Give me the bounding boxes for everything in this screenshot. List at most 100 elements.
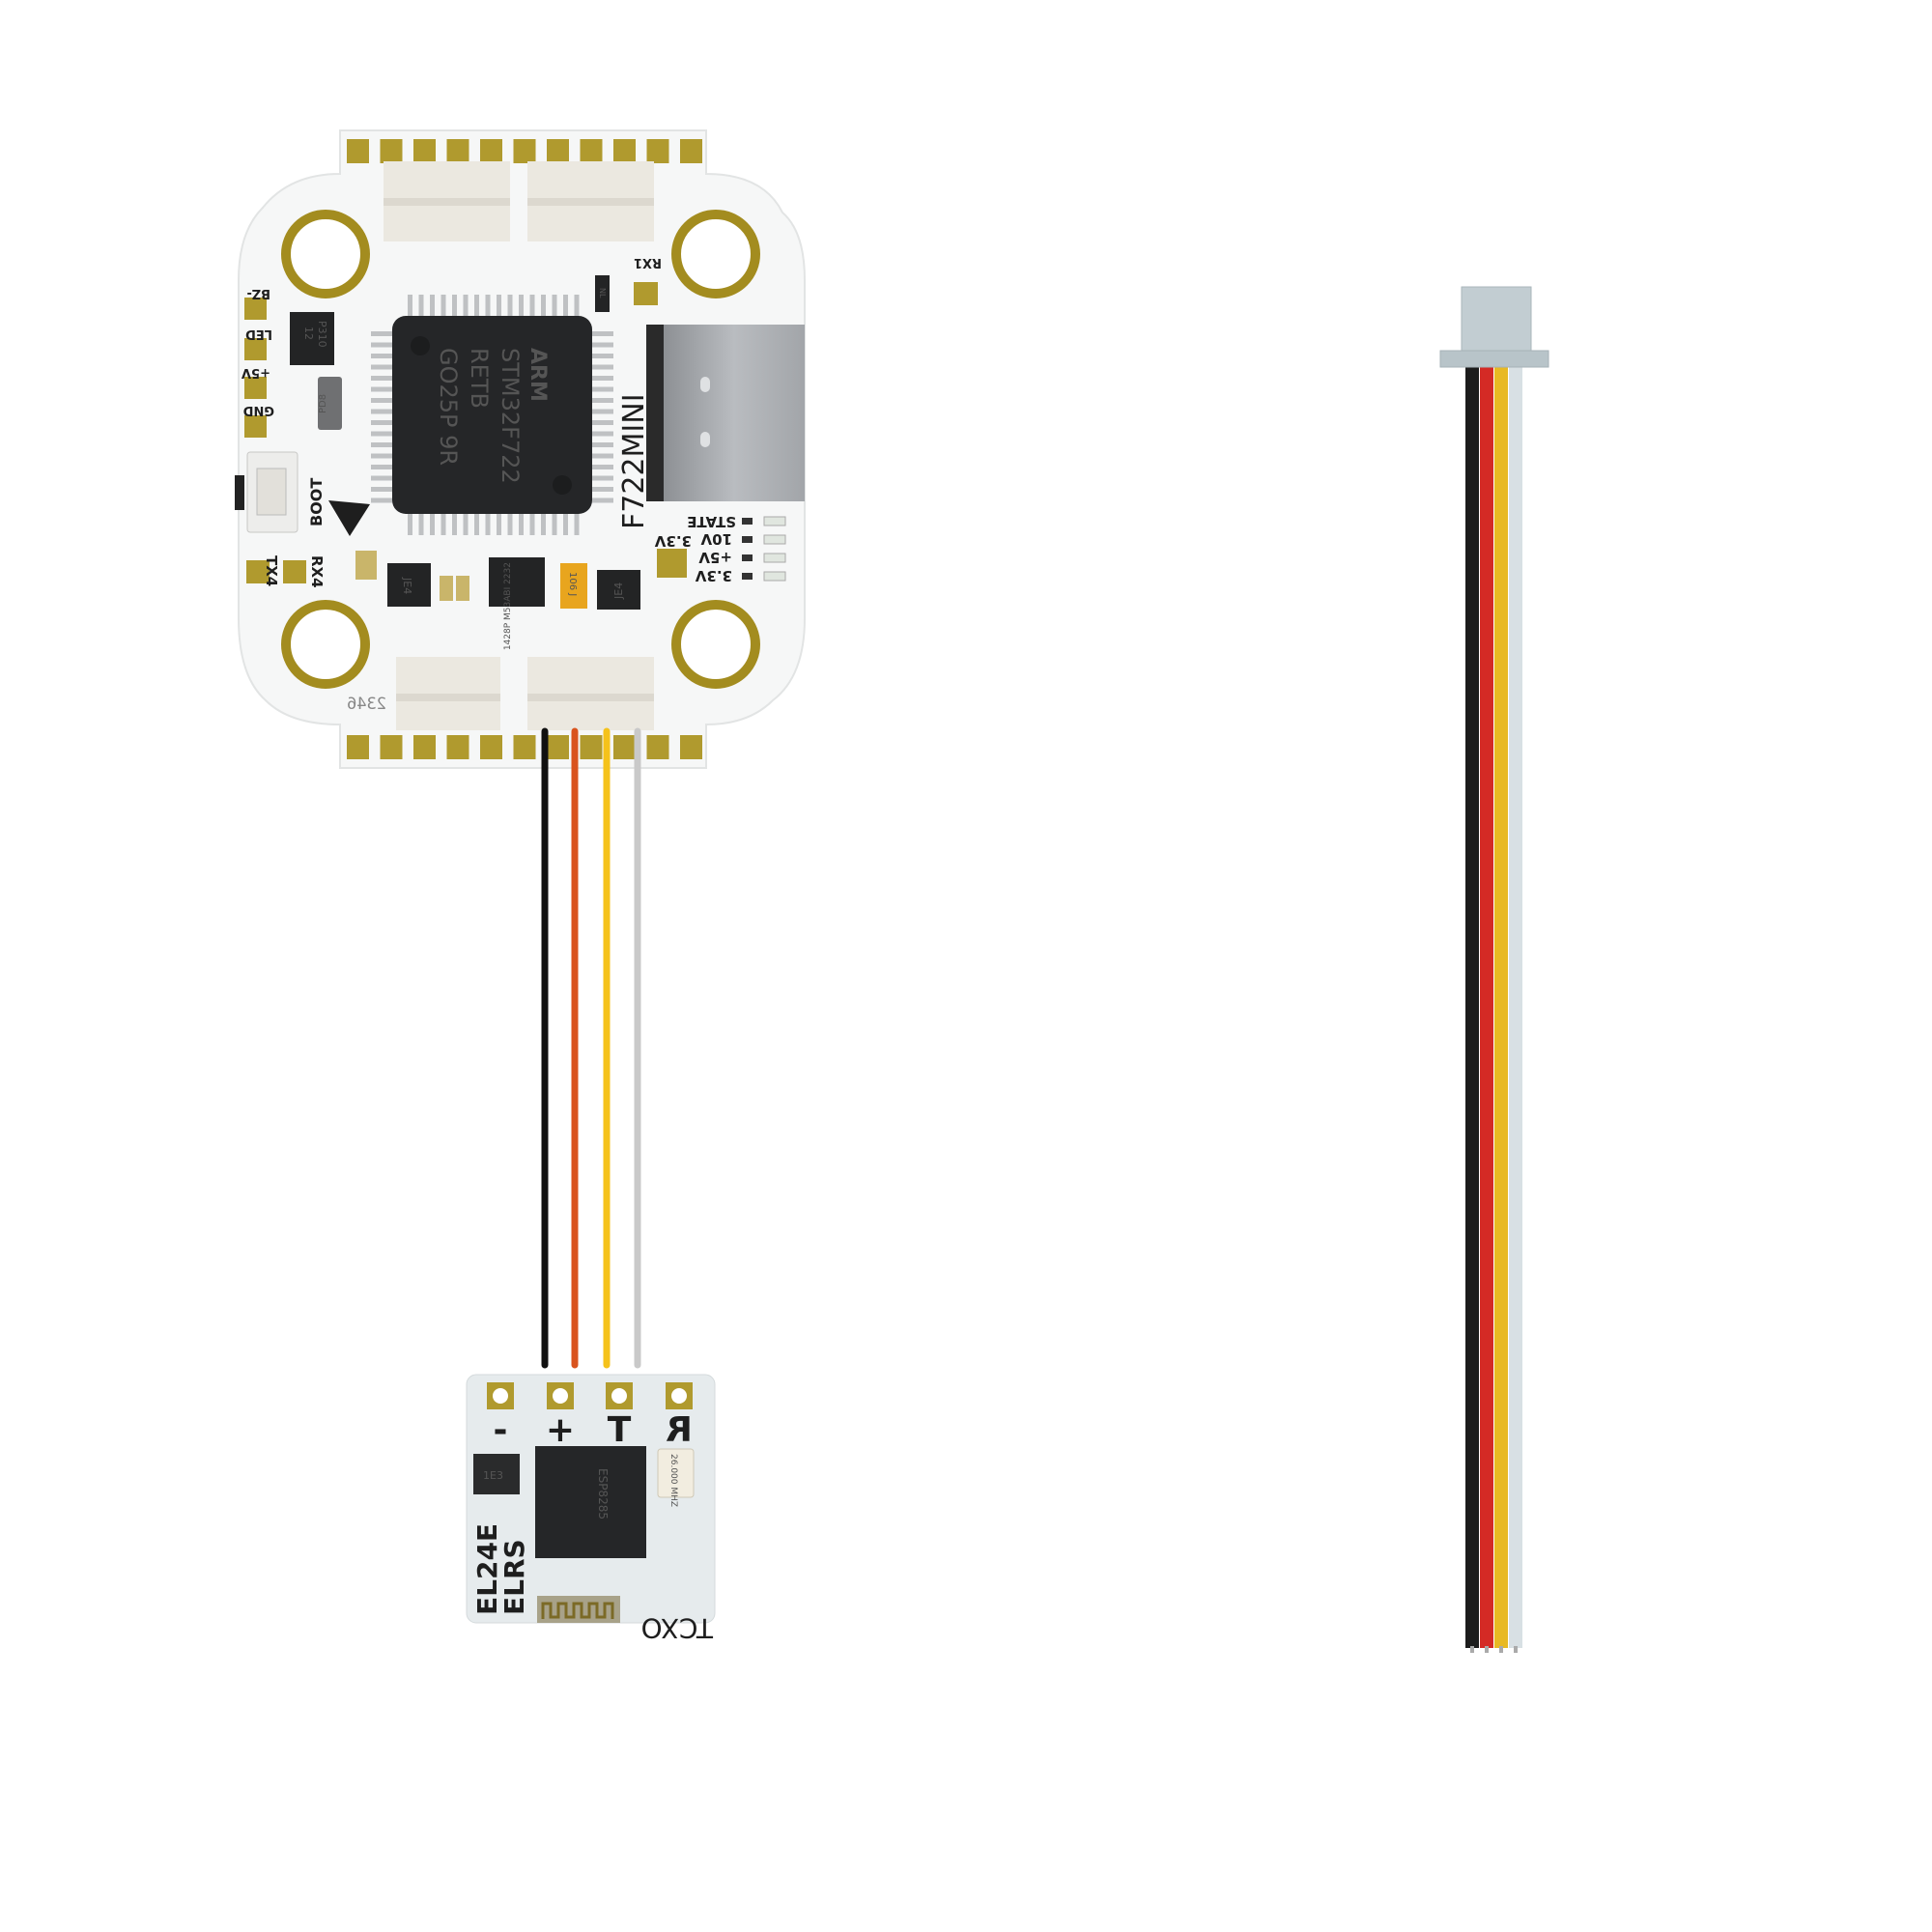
solder-pad — [413, 139, 436, 163]
mcu-pin — [507, 295, 513, 316]
receiver-brand-label: ELRS — [498, 1539, 530, 1615]
je4-left-mark: JE4 — [401, 577, 413, 594]
tcxo-label: TCXO — [641, 1612, 714, 1644]
label-tx4: TX4 — [263, 555, 280, 586]
bottom-connector-left — [396, 657, 500, 730]
led-label-5v: +5V — [698, 549, 732, 566]
mcu-brand-text: ARM — [526, 348, 550, 402]
p310-mark: P310 — [316, 321, 328, 348]
regulator-chip — [489, 557, 545, 607]
p310-sub-mark: 12 — [302, 327, 315, 340]
receiver-pad-label-gnd: - — [494, 1410, 508, 1450]
tant-cap-mark: 106 J — [567, 572, 578, 596]
mcu-pin — [529, 514, 535, 535]
mcu-pin — [592, 409, 613, 414]
mcu-pin — [563, 295, 568, 316]
solder-pad — [380, 735, 403, 759]
solder-pad — [413, 735, 436, 759]
led-label-10v: 10V — [700, 530, 732, 548]
mcu-pin — [463, 514, 469, 535]
pad-hole — [611, 1388, 627, 1404]
mcu-pin — [592, 420, 613, 425]
mcu-pin — [371, 342, 392, 348]
solder-pad — [446, 735, 469, 759]
mcu-pin — [408, 295, 412, 316]
solder-pad — [580, 735, 603, 759]
regulator-mark: 1428P M53ABI 2232 — [503, 562, 513, 650]
mcu-pin — [563, 514, 568, 535]
mcu-pin — [552, 295, 557, 316]
mcu-pin — [592, 398, 613, 403]
wire-tip — [1514, 1646, 1518, 1653]
mounting-hole — [281, 600, 370, 689]
nl-transistor — [595, 275, 610, 312]
mcu-pin — [418, 295, 424, 316]
antenna-trace — [537, 1596, 620, 1623]
crystal-text: 26.000 MHZ — [668, 1454, 678, 1507]
ldo-chip — [473, 1454, 520, 1494]
wire-tip — [1485, 1646, 1489, 1653]
mcu-pin — [371, 376, 392, 381]
boot-arrow-icon — [328, 500, 370, 536]
mcu-pin — [452, 295, 457, 316]
jst-cable — [1439, 286, 1549, 1653]
mcu-model-text: STM32F722 — [497, 348, 524, 484]
esp8285-chip — [535, 1446, 646, 1558]
mounting-hole — [671, 210, 760, 298]
mcu-variant-text: RETB — [466, 348, 493, 409]
label-led: LED — [245, 327, 272, 341]
mcu-pin — [592, 331, 613, 336]
mcu-pin — [592, 475, 613, 481]
pd8-inductor — [318, 377, 342, 430]
crystal — [657, 1448, 695, 1498]
solder-pad — [513, 735, 536, 759]
left-pads — [244, 282, 687, 583]
solder-pad — [380, 139, 403, 163]
mcu-pin — [592, 376, 613, 381]
top-solder-pads — [347, 139, 702, 163]
mcu-pin — [371, 431, 392, 437]
je4-right-mark: JE4 — [612, 582, 625, 600]
nl-mark: NL — [598, 288, 607, 298]
mcu-pin — [371, 497, 392, 503]
mcu-pin — [371, 442, 392, 447]
mcu-pin — [474, 295, 479, 316]
bottom-connector-right — [527, 657, 654, 730]
je4-right-chip — [597, 570, 640, 610]
mcu-pin — [519, 295, 524, 316]
mcu-pin — [440, 514, 446, 535]
receiver-pad-label-tx: T — [608, 1410, 632, 1450]
led-label-state: STATE — [687, 513, 736, 530]
mcu-pin — [371, 364, 392, 370]
solder-pad — [680, 139, 702, 163]
mcu-pin — [592, 465, 613, 469]
mcu-pin — [371, 465, 392, 469]
mounting-hole — [281, 210, 370, 298]
mcu-pin — [541, 295, 546, 316]
mcu-pin — [371, 409, 392, 414]
mcu-pin — [497, 295, 501, 316]
pad-hole — [493, 1388, 508, 1404]
date-code: 2346 — [347, 695, 386, 714]
cable-wire — [1494, 365, 1508, 1648]
mcu-pin — [592, 354, 613, 358]
mcu-pin — [592, 442, 613, 447]
label-boot: BOOT — [307, 478, 326, 526]
cable-connector-flange — [1439, 350, 1549, 368]
mcu-pin — [371, 420, 392, 425]
mcu-pin — [430, 295, 435, 316]
boot-button[interactable] — [235, 451, 298, 533]
wire-tip — [1470, 1646, 1474, 1653]
solder-pad — [646, 735, 669, 759]
solder-pad — [613, 735, 636, 759]
pad-hole — [553, 1388, 568, 1404]
mcu-pin — [552, 514, 557, 535]
pd8-mark: PD8 — [318, 394, 328, 413]
pad-hole — [671, 1388, 687, 1404]
solder-pad — [547, 735, 569, 759]
mcu-pin — [371, 398, 392, 403]
mcu-pin — [592, 342, 613, 348]
solder-pad — [680, 735, 702, 759]
